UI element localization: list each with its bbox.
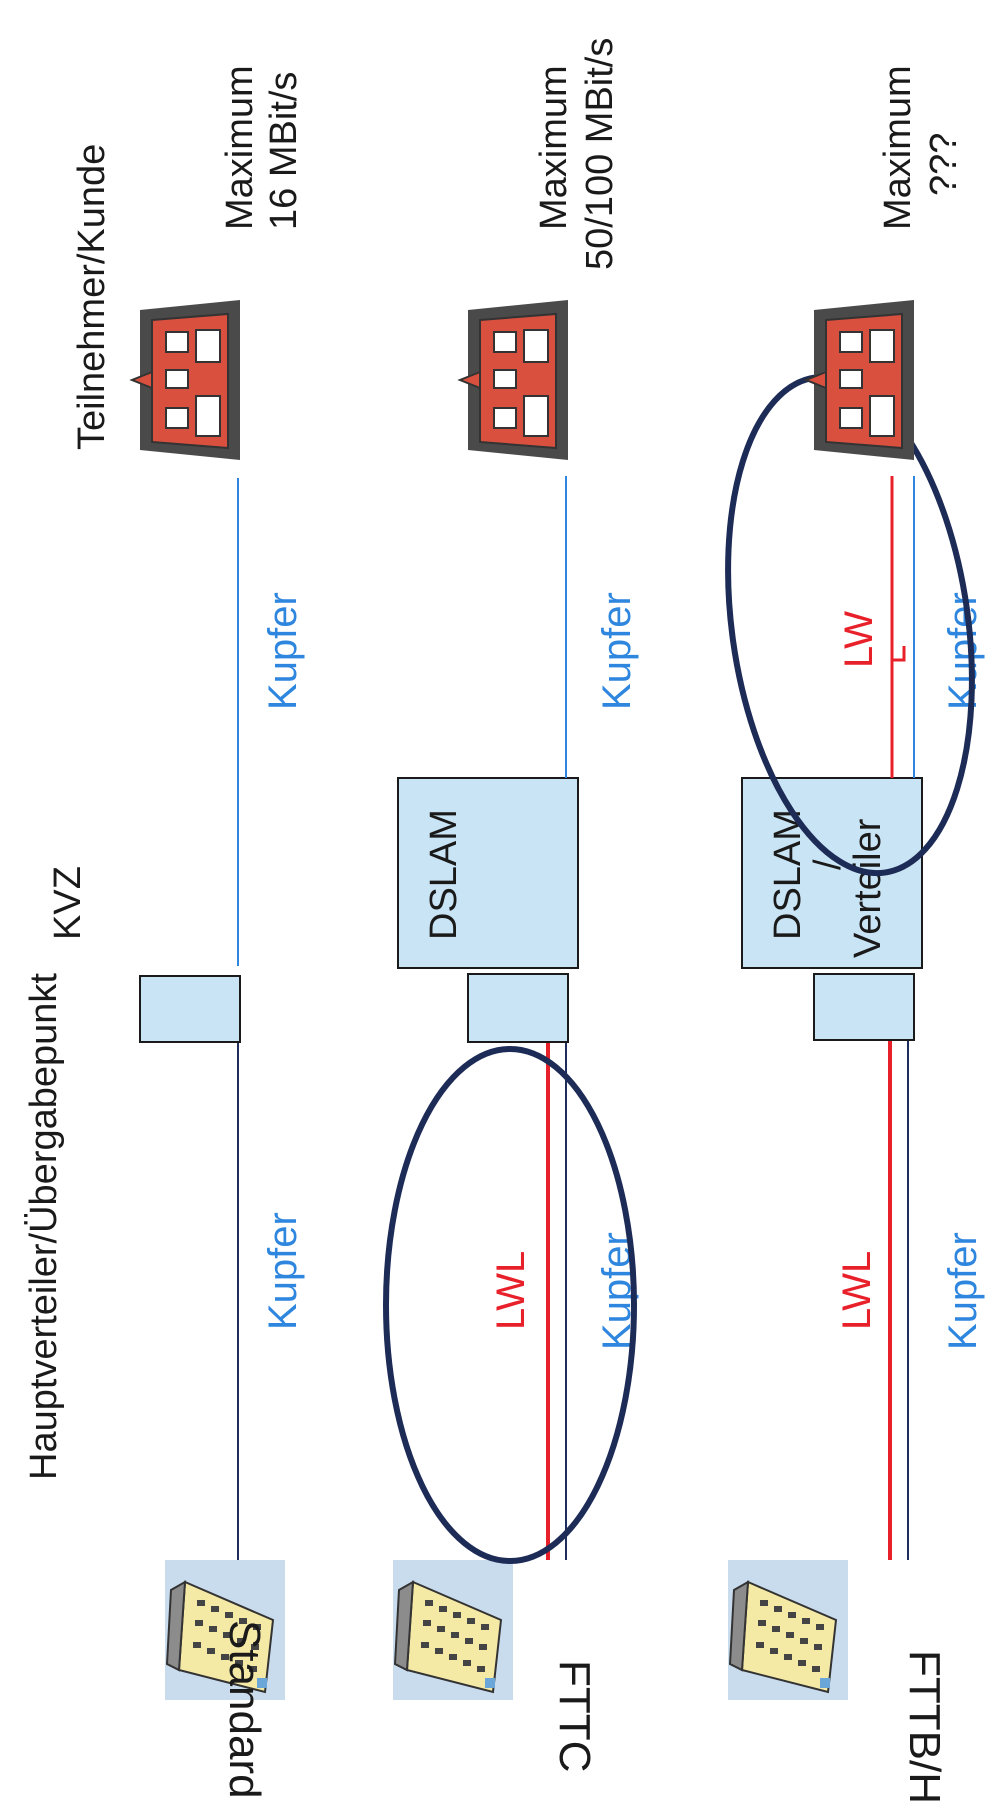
label-fttc-lwl: LWL bbox=[489, 1251, 533, 1330]
row-label-fttc: FTTC bbox=[550, 1660, 599, 1772]
label-standard-kupfer-2: Kupfer bbox=[261, 592, 305, 710]
row-label-fttb: FTTB/H bbox=[900, 1650, 949, 1803]
label-fttb-kupfer: Kupfer bbox=[941, 1232, 985, 1350]
kvz-box-fttb bbox=[814, 974, 914, 1040]
label-fttb-kupfer-2: Kupfer bbox=[941, 592, 985, 710]
label-fttb-verteiler: Verteiler bbox=[847, 818, 889, 958]
speed-fttb-line1: Maximum bbox=[877, 65, 919, 230]
kvz-box-fttc bbox=[468, 974, 568, 1042]
hauptverteiler-building-icon-fttc bbox=[393, 1560, 513, 1700]
row-label-standard: Standard bbox=[220, 1620, 269, 1799]
kvz-box-standard bbox=[140, 976, 240, 1042]
customer-house-icon-fttc bbox=[460, 300, 568, 460]
label-teilnehmer: Teilnehmer/Kunde bbox=[71, 144, 113, 450]
label-fttc-kupfer-2: Kupfer bbox=[595, 592, 639, 710]
label-fttb-lwl: LWL bbox=[835, 1251, 879, 1330]
label-standard-kupfer: Kupfer bbox=[261, 1212, 305, 1330]
speed-standard-line2: 16 MBit/s bbox=[263, 72, 305, 230]
fiber-branch-fttb bbox=[892, 646, 904, 660]
label-fttb-lw: LW bbox=[837, 611, 881, 668]
label-hauptverteiler: Hauptverteiler/Übergabepunkt bbox=[23, 973, 65, 1480]
customer-house-icon-fttb bbox=[806, 300, 914, 460]
hauptverteiler-building-icon-fttb bbox=[728, 1560, 848, 1700]
label-fttc-dslam: DSLAM bbox=[423, 809, 465, 940]
speed-fttb-line2: ??? bbox=[923, 133, 965, 196]
speed-fttc-line1: Maximum bbox=[533, 65, 575, 230]
speed-fttc-line2: 50/100 MBit/s bbox=[579, 38, 621, 270]
speed-standard-line1: Maximum bbox=[219, 65, 261, 230]
customer-house-icon-standard bbox=[132, 300, 240, 460]
label-kvz: KVZ bbox=[47, 866, 89, 940]
